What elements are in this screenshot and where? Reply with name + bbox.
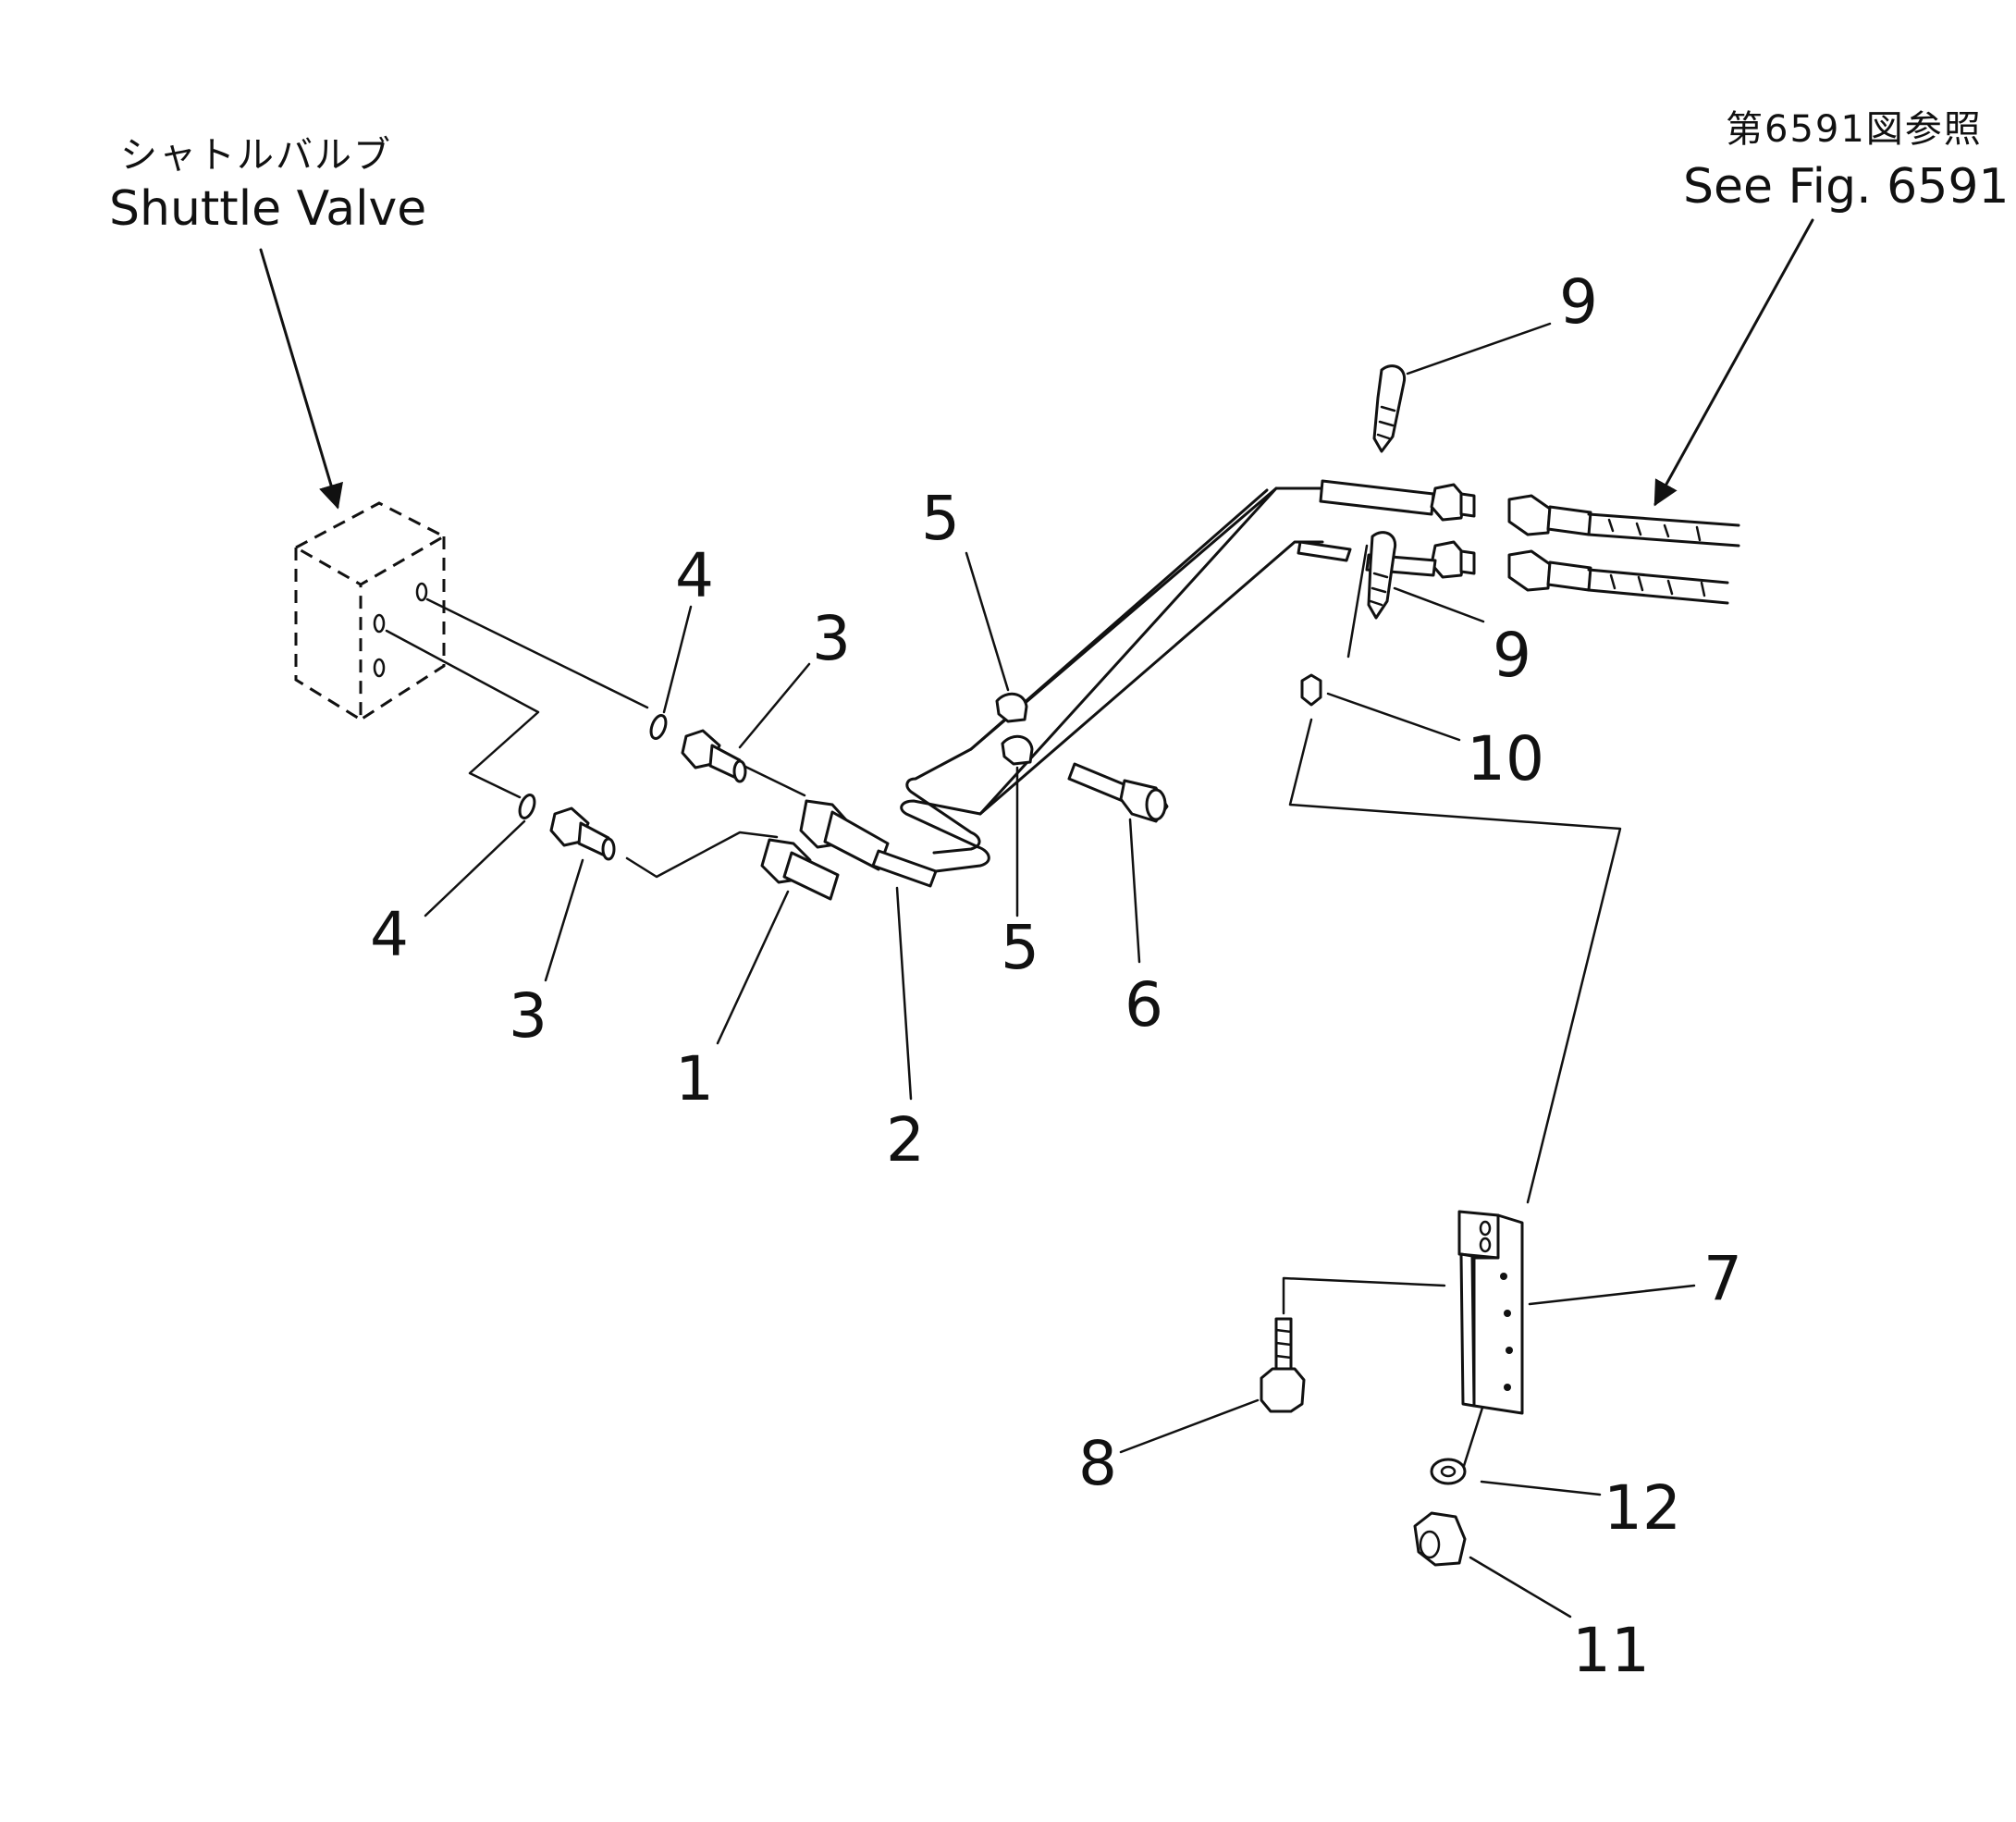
washer [1430,1458,1467,1485]
hose-upper [1507,494,1740,548]
part-label-2: 2 [886,1104,925,1176]
part-label-3-lower: 3 [509,980,547,1052]
part-label-5-upper: 5 [921,483,960,554]
clamp [995,692,1034,766]
shuttle-valve-block [292,501,448,722]
part-label-10: 10 [1467,723,1544,794]
part-label-4-upper: 4 [675,540,714,611]
part-label-9-lower: 9 [1493,620,1531,691]
bracket-center-lines [1282,544,1622,1471]
part-label-11: 11 [1572,1615,1650,1686]
bracket [1457,1210,1524,1415]
see-fig-caption-en: See Fig. 6591 [1683,159,2010,215]
elbow-fitting [760,799,890,901]
o-ring [649,714,668,740]
part-label-7: 7 [1703,1243,1742,1314]
part-label-8: 8 [1078,1428,1117,1499]
shuttle-valve-caption-jp: シャトルバルブ [120,134,392,177]
part-label-12: 12 [1604,1472,1681,1544]
part-label-9-upper: 9 [1559,266,1598,338]
see-fig-arrow [1653,218,1814,507]
part-label-3-upper: 3 [812,603,851,674]
leader-lines [424,322,1696,1619]
tube-end-upper [1319,479,1476,522]
clip-lower [1367,531,1397,620]
tube-end [871,849,938,888]
connector-fitting [549,806,616,861]
hose-lower [1507,549,1729,605]
part-label-5-lower: 5 [1001,912,1039,983]
bolt [1067,762,1169,823]
shuttle-valve-arrow [259,248,343,510]
o-ring [518,794,536,819]
shuttle-valve-caption-en: Shuttle Valve [109,181,427,237]
port-center-lines [385,597,806,879]
see-fig-caption-jp: 第6591図参照 [1726,108,1983,151]
nut [1413,1511,1467,1567]
part-label-4-lower: 4 [370,899,409,970]
grommet [1300,673,1322,707]
connector-fitting [681,729,747,783]
part-label-6: 6 [1125,969,1163,1040]
bolt-bracket [1260,1317,1306,1413]
main-tubes [900,486,1324,873]
clip-upper [1372,364,1407,453]
part-label-1: 1 [675,1043,714,1114]
